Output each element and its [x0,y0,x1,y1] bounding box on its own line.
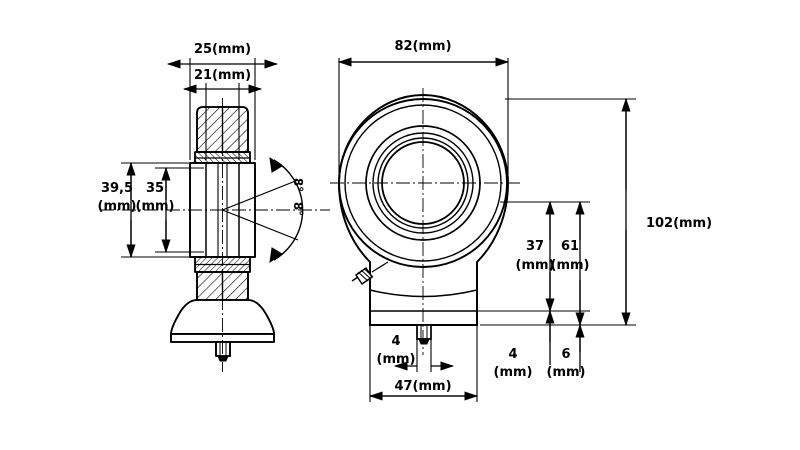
dim-label-21: 21(mm) [194,68,251,83]
dim-label-61-value: 61 [561,239,579,254]
angle-arrow-top [269,156,283,173]
dim-label-39-5-unit: (mm) [98,199,137,214]
angle-label-upper: 8° [291,178,305,192]
dim-label-6-right-value: 6 [561,347,570,362]
dim-label-6-right-unit: (mm) [547,365,586,380]
dim-label-61-unit: (mm) [551,258,590,273]
front-stud-tip [418,338,430,345]
dim-group-left-heights [121,161,204,259]
angle-indicator-group [222,156,304,264]
dim-label-4-right-unit: (mm) [494,365,533,380]
front-bottom-stud [416,324,432,340]
dim-group-47 [368,320,479,402]
dim-label-4-stud-unit: (mm) [377,352,416,367]
dim-group-82 [337,57,510,178]
dim-label-47: 47(mm) [394,379,451,394]
dim-label-37-value: 37 [526,239,544,254]
dim-label-37-unit: (mm) [516,258,555,273]
angle-ray-upper [222,179,299,211]
dim-label-4-stud-value: 4 [391,334,400,349]
grease-nipple-icon [351,261,389,286]
dim-label-4-right-value: 4 [508,347,517,362]
angle-ray-lower [222,209,299,241]
dim-label-82: 82(mm) [394,39,451,54]
dim-label-35-value: 35 [146,181,164,196]
dim-group-top-left [166,58,279,160]
section-bottom-stud [215,341,231,357]
dim-label-25: 25(mm) [194,42,251,57]
dim-group-4-stud [393,330,455,372]
dim-group-4-6-right [472,309,590,372]
angle-label-lower: 8° [291,202,305,216]
angle-arc [273,159,304,261]
dim-label-39-5-value: 39,5 [101,181,133,196]
dim-label-102: 102(mm) [646,216,712,231]
dim-label-35-unit: (mm) [136,199,175,214]
section-stud-tip [217,355,229,362]
angle-arrow-bottom [269,247,283,264]
